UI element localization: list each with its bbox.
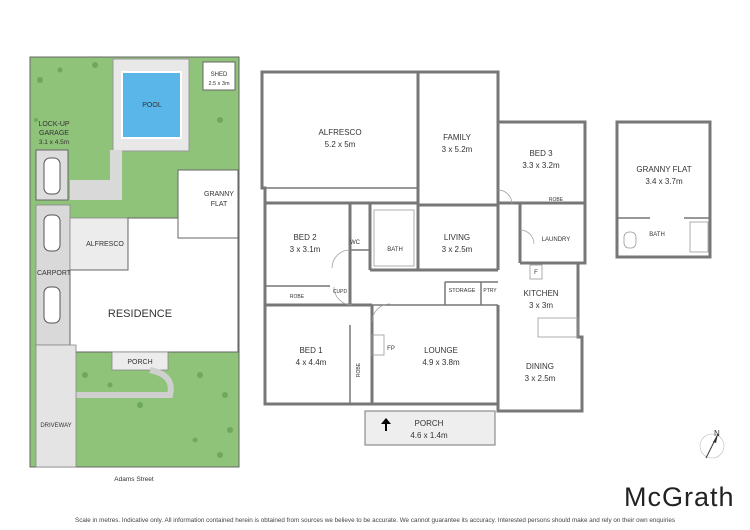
site-porch-label: PORCH (127, 359, 152, 366)
site-alfresco (69, 217, 129, 271)
outer-walls (260, 70, 587, 413)
site-carport-label: CARPORT (37, 270, 72, 277)
room-living-name: LIVING (444, 233, 470, 242)
site-plan: POOL SHED 2.5 x 3m LOCK-UP GARAGE 3.1 x … (29, 56, 240, 483)
label-fp: FP (387, 346, 395, 352)
kitchen-bench (537, 317, 579, 338)
site-pool-label: POOL (142, 102, 162, 109)
granny-flat-plan: GRANNY FLAT 3.4 x 3.7m BATH (615, 120, 712, 259)
pool-water (121, 71, 182, 139)
room-bed2-dim: 3 x 3.1m (290, 245, 321, 254)
fireplace (371, 334, 385, 356)
label-f: F (534, 270, 538, 276)
label-bath: BATH (387, 247, 403, 253)
room-kitchen-name: KITCHEN (523, 289, 558, 298)
compass-letter: N (714, 429, 720, 438)
site-garage-label-2: GARAGE (39, 130, 69, 137)
room-lounge-name: LOUNGE (424, 346, 458, 355)
street-label: Adams Street (114, 476, 154, 483)
room-bed3-dim: 3.3 x 3.2m (522, 161, 560, 170)
driveway (35, 344, 77, 468)
site-garage-label-1: LOCK-UP (38, 121, 69, 128)
room-living-dim: 3 x 2.5m (442, 245, 473, 254)
label-cupd: CUPD (333, 289, 348, 295)
label-laundry: LAUNDRY (542, 237, 571, 243)
granny-flat-name: GRANNY FLAT (636, 165, 691, 174)
room-dining-name: DINING (526, 362, 554, 371)
site-granny-flat (177, 169, 239, 239)
site-alfresco-label: ALFRESCO (86, 241, 124, 248)
shed (202, 61, 236, 91)
fridge (529, 264, 543, 280)
site-residence-label: RESIDENCE (108, 308, 172, 320)
path-garage (70, 180, 110, 200)
label-storage: STORAGE (449, 288, 476, 294)
room-bed1-dim: 4 x 4.4m (296, 358, 327, 367)
granny-flat-dim: 3.4 x 3.7m (645, 177, 683, 186)
compass-icon: N (699, 429, 725, 459)
room-family-dim: 3 x 5.2m (442, 145, 473, 154)
room-dining-dim: 3 x 2.5m (525, 374, 556, 383)
label-wc: WC (350, 240, 361, 246)
carport-car-1-icon (43, 214, 61, 252)
granny-toilet (623, 231, 637, 249)
front-path (40, 367, 174, 398)
carport-car-2-icon (43, 286, 61, 324)
disclaimer-text: Scale in metres. Indicative only. All in… (75, 517, 675, 524)
site-shed-label: SHED (211, 72, 228, 78)
room-alfresco-dim: 5.2 x 5m (325, 140, 356, 149)
room-bed1-name: BED 1 (299, 346, 323, 355)
bathtub (373, 209, 415, 267)
room-bed2-name: BED 2 (293, 233, 317, 242)
floor-plan: POOL SHED 2.5 x 3m LOCK-UP GARAGE 3.1 x … (29, 56, 725, 483)
site-shed-dim: 2.5 x 3m (208, 81, 230, 87)
room-kitchen-dim: 3 x 3m (529, 301, 553, 310)
granny-walls (615, 120, 712, 259)
door-swings (331, 189, 535, 323)
room-porch-name: PORCH (415, 419, 444, 428)
granny-bath-label: BATH (649, 232, 665, 238)
site-garage-dim: 3.1 x 4.5m (39, 139, 69, 146)
label-robe-bed2: ROBE (290, 294, 305, 300)
site-boundary (29, 56, 240, 468)
main-floor-plan (260, 70, 587, 446)
room-bed3-name: BED 3 (529, 149, 553, 158)
room-lounge-dim: 4.9 x 3.8m (422, 358, 460, 367)
site-granny-label-2: FLAT (211, 201, 228, 208)
room-alfresco-name: ALFRESCO (318, 128, 361, 137)
label-ptry: PTRY (483, 288, 497, 294)
granny-shower (689, 221, 709, 253)
label-robe-bed3: ROBE (549, 197, 564, 203)
site-driveway-label: DRIVEWAY (40, 423, 71, 429)
room-family-name: FAMILY (443, 133, 472, 142)
path-pool (110, 150, 122, 200)
entry-arrow-icon (381, 418, 391, 431)
site-porch (111, 351, 169, 371)
room-porch-dim: 4.6 x 1.4m (410, 431, 448, 440)
brand-logo: McGrath (624, 482, 735, 512)
garage-car-icon (43, 157, 61, 195)
label-robe-bed1: ROBE (356, 362, 362, 377)
site-granny-label-1: GRANNY (204, 191, 234, 198)
